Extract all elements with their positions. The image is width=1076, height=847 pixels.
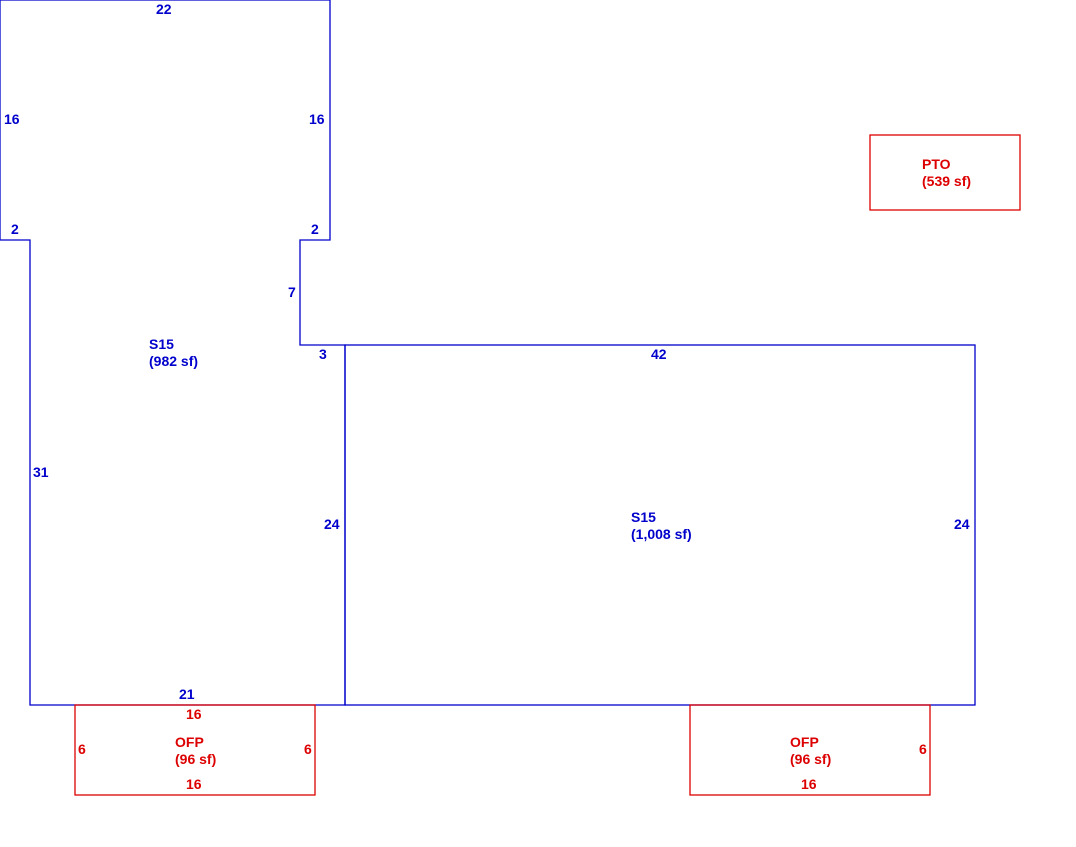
ofp-left-outline (74, 704, 316, 796)
dim-shared-wall: 24 (324, 516, 340, 532)
s15-right-size: (1,008 sf) (631, 526, 692, 542)
dim-left-step-right: 2 (311, 221, 319, 237)
dim-right-side: 24 (954, 516, 970, 532)
s15-right-outline (344, 344, 976, 706)
s15-left-code: S15 (149, 336, 174, 352)
ofp-left-code: OFP (175, 734, 204, 750)
dim-left-step-left: 2 (11, 221, 19, 237)
pto-code: PTO (922, 156, 951, 172)
ofp-right-code: OFP (790, 734, 819, 750)
dim-left-notch: 7 (288, 284, 296, 300)
s15-right-code: S15 (631, 509, 656, 525)
s15-left-area-label: S15 (982 sf) (149, 336, 198, 370)
dim-left-notch-bottom: 3 (319, 346, 327, 362)
dim-ofp-left-left: 6 (78, 741, 86, 757)
dim-left-top: 22 (156, 1, 172, 17)
ofp-right-size: (96 sf) (790, 751, 832, 767)
ofp-right-area-label: OFP (96 sf) (790, 734, 831, 768)
dim-ofp-right-side: 6 (919, 741, 927, 757)
dim-ofp-right-bottom: 16 (801, 776, 817, 792)
dim-ofp-left-top: 16 (186, 706, 202, 722)
dim-left-long: 31 (33, 464, 49, 480)
ofp-left-area-label: OFP (96 sf) (175, 734, 216, 768)
pto-area-label: PTO (539 sf) (922, 156, 971, 190)
s15-right-area-label: S15 (1,008 sf) (631, 509, 692, 543)
dim-left-side-left: 16 (4, 111, 20, 127)
ofp-left-size: (96 sf) (175, 751, 217, 767)
ofp-right-outline (689, 704, 931, 796)
s15-left-size: (982 sf) (149, 353, 199, 369)
pto-outline (869, 134, 1021, 211)
dim-ofp-left-bottom: 16 (186, 776, 202, 792)
dim-ofp-left-right: 6 (304, 741, 312, 757)
pto-size: (539 sf) (922, 173, 972, 189)
dim-left-side-right: 16 (309, 111, 325, 127)
dim-right-top: 42 (651, 346, 667, 362)
dim-left-bottom: 21 (179, 686, 195, 702)
